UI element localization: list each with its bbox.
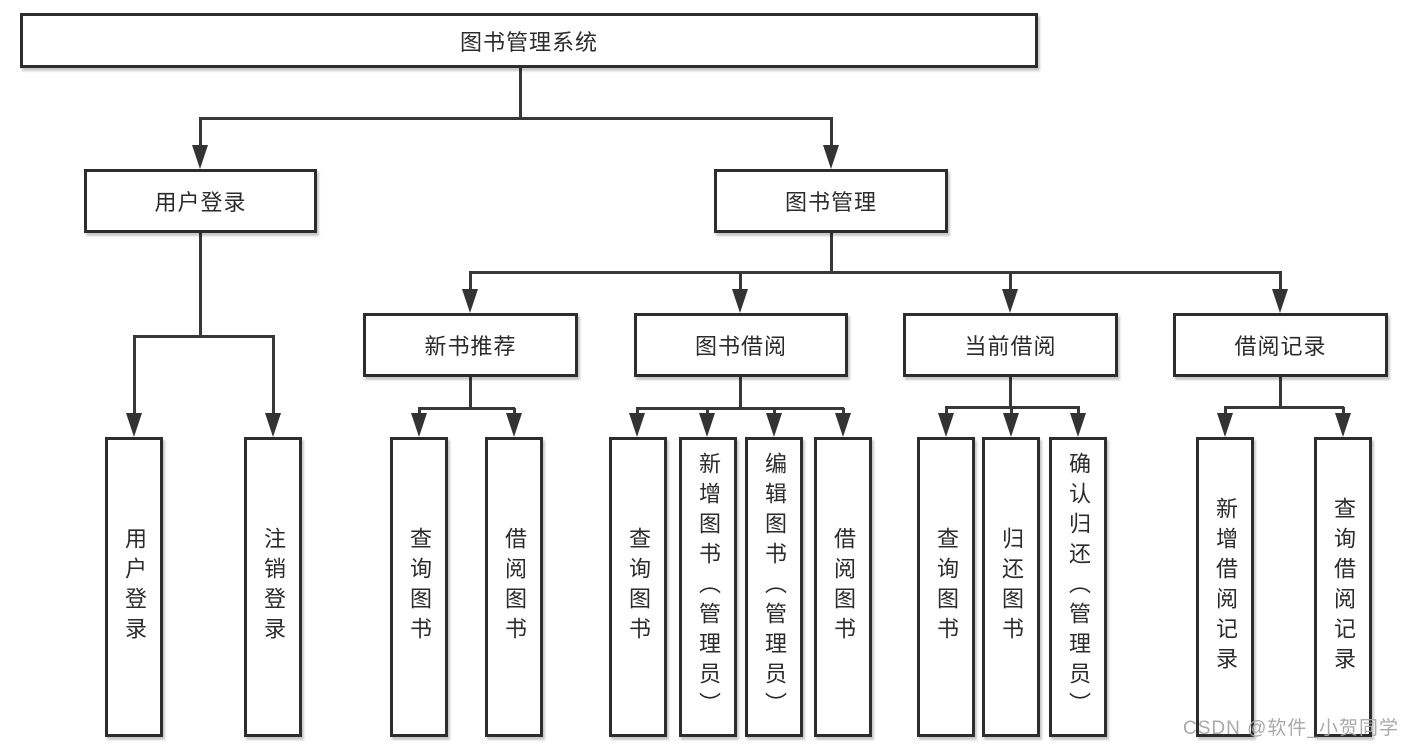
connector-drop [830,118,833,148]
arrowhead-icon [1003,413,1019,437]
arrowhead-icon [126,413,142,437]
arrowhead-icon [766,413,782,437]
node-book-borrow: 图书借阅 [634,313,848,377]
arrowhead-icon [699,413,715,437]
node-user-login: 用户登录 [84,169,317,233]
node-borrow-records: 借阅记录 [1173,313,1388,377]
arrowhead-icon [192,145,208,169]
leaf-edit-books-admin: 编辑图书（管理员） [745,437,803,737]
connector-drop [199,118,202,148]
leaf-borrow-books: 借阅图书 [814,437,872,737]
arrowhead-icon [938,413,954,437]
leaf-add-borrow-record: 新增借阅记录 [1196,437,1254,737]
arrowhead-icon [506,413,522,437]
connector-stem [739,377,742,409]
connector-stem [1279,377,1282,408]
watermark-text: CSDN @软件_小贺同学 [1183,718,1399,739]
leaf-return-books: 归还图书 [982,437,1040,737]
connector-branch [418,407,515,410]
leaf-query-books-recommend: 查询图书 [390,437,448,737]
connector-drop [272,336,275,420]
arrowhead-icon [629,413,645,437]
leaf-label: 新增图书（管理员） [696,452,721,722]
connector-stem [199,233,202,337]
arrowhead-icon [823,145,839,169]
connector-drop [739,272,742,294]
leaf-label: 查询图书 [407,527,432,647]
leaf-label: 查询图书 [626,527,651,647]
node-new-book-recommend: 新书推荐 [363,313,578,377]
connector-drop [1279,272,1282,294]
arrowhead-icon [462,289,478,313]
node-book-management: 图书管理 [714,169,948,233]
leaf-logout: 注销登录 [244,437,302,737]
leaf-label: 用户登录 [122,527,147,647]
leaf-label: 查询借阅记录 [1331,497,1356,677]
leaf-query-books-current: 查询图书 [917,437,975,737]
connector-drop [133,336,136,420]
leaf-label: 注销登录 [261,527,286,647]
arrowhead-icon [1002,289,1018,313]
connector-root-branch [199,117,833,120]
connector-stem [1009,377,1012,408]
connector-branch [469,271,1282,274]
leaf-label: 确认归还（管理员） [1066,452,1091,722]
leaf-add-books-admin: 新增图书（管理员） [679,437,737,737]
arrowhead-icon [1272,289,1288,313]
leaf-label: 归还图书 [999,527,1024,647]
arrowhead-icon [411,413,427,437]
leaf-query-books-borrow: 查询图书 [609,437,667,737]
leaf-label: 编辑图书（管理员） [762,452,787,722]
leaf-confirm-return-admin: 确认归还（管理员） [1049,437,1107,737]
leaf-label: 借阅图书 [502,527,527,647]
connector-root-stem [519,68,522,119]
connector-branch [636,407,844,410]
node-current-borrow: 当前借阅 [903,313,1118,377]
leaf-label: 新增借阅记录 [1213,497,1238,677]
leaf-query-borrow-record: 查询借阅记录 [1314,437,1372,737]
connector-branch [1224,406,1344,409]
arrowhead-icon [1070,413,1086,437]
arrowhead-icon [835,413,851,437]
leaf-label: 查询图书 [934,527,959,647]
leaf-label: 借阅图书 [831,527,856,647]
arrowhead-icon [1217,413,1233,437]
leaf-user-login: 用户登录 [105,437,163,737]
arrowhead-icon [265,413,281,437]
connector-branch [133,335,275,338]
node-root-system: 图书管理系统 [20,13,1038,68]
connector-stem [469,377,472,409]
arrowhead-icon [732,289,748,313]
connector-drop [1009,272,1012,294]
arrowhead-icon [1335,413,1351,437]
leaf-borrow-books-recommend: 借阅图书 [485,437,543,737]
connector-drop [469,272,472,294]
connector-stem [830,233,833,274]
